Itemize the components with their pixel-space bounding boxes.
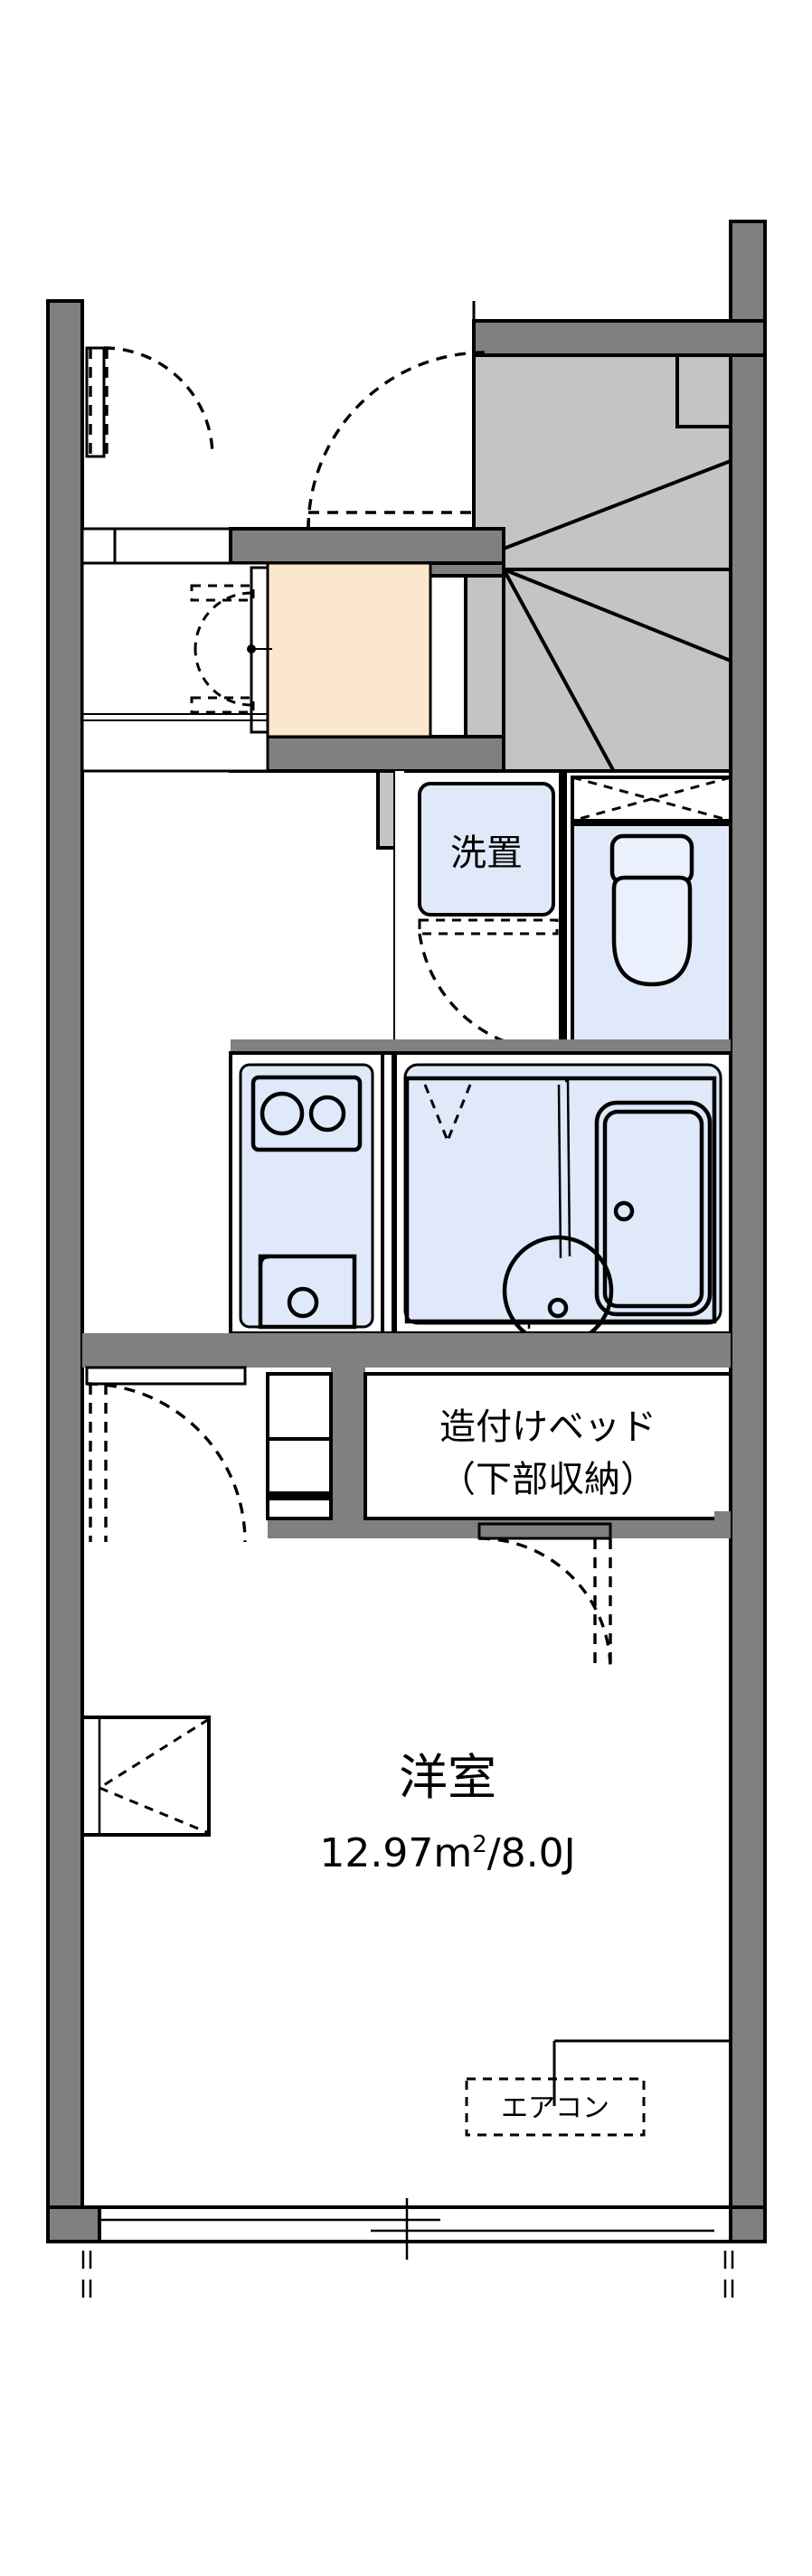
wall-nub-right	[714, 1511, 731, 1538]
area-superscript: 2	[472, 1831, 487, 1858]
unit-bath	[393, 1051, 732, 1347]
area-rest: /8.0J	[487, 1830, 576, 1876]
washer-label: 洗置	[450, 832, 523, 874]
casement-window[interactable]	[80, 1716, 211, 1837]
hall-door[interactable]	[307, 351, 486, 531]
balcony-window[interactable]	[98, 2198, 732, 2260]
area-main: 12.97m	[319, 1830, 472, 1876]
kitchen	[229, 1051, 384, 1335]
room-door[interactable]	[477, 1522, 612, 1670]
genkan-entry-tile	[266, 561, 432, 738]
hall-left-area	[80, 561, 269, 773]
entrance-hall	[80, 301, 476, 565]
toilet-room	[571, 776, 732, 1055]
double-swing-door[interactable]	[190, 566, 272, 734]
closet-door[interactable]	[85, 1366, 247, 1543]
room-area-label: 12.97m2/8.0J	[319, 1830, 575, 1876]
bed-label-line2: （下部収納）	[439, 1459, 656, 1500]
shelf-unit	[266, 1372, 333, 1520]
main-room: 洋室 12.97m2/8.0J	[319, 1749, 575, 1876]
washer-space: 洗置	[418, 782, 555, 917]
room-name-label: 洋室	[399, 1749, 496, 1806]
built-in-bed: 造付けベッド （下部収納）	[364, 1372, 732, 1520]
kitchen-bath-partition	[381, 1051, 395, 1335]
air-conditioner: エアコン	[465, 2039, 731, 2137]
entry-door[interactable]	[85, 346, 214, 458]
bed-label-line1: 造付けベッド	[439, 1406, 656, 1448]
balcony-marks	[81, 2251, 734, 2298]
aircon-label: エアコン	[501, 2092, 609, 2124]
